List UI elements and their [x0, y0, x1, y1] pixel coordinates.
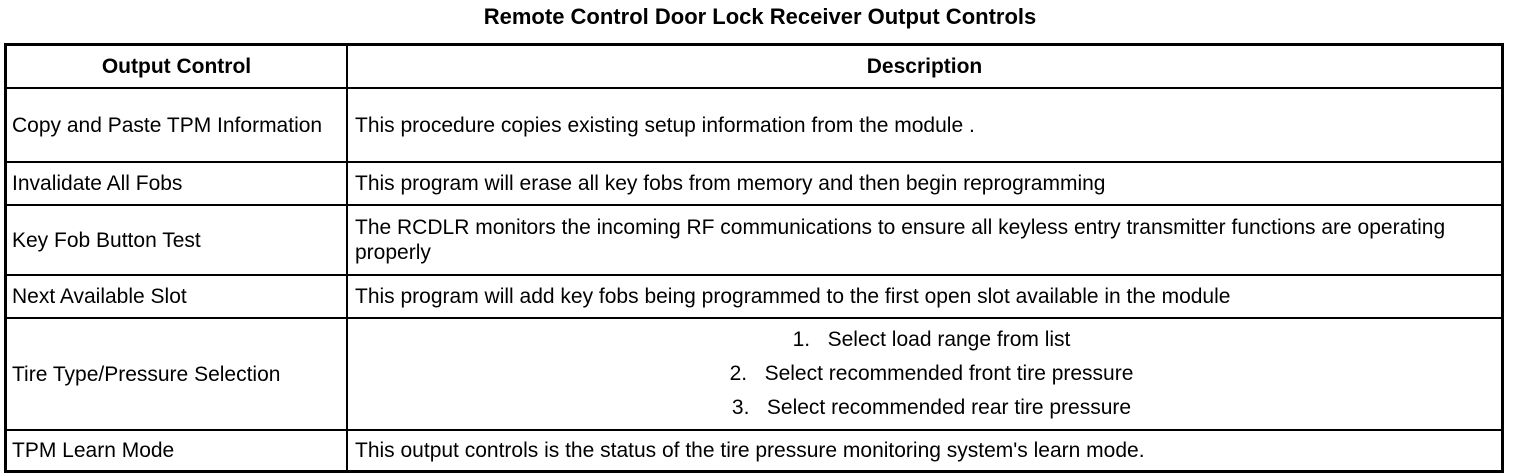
description-cell: 1. Select load range from list 2. Select… [348, 319, 1501, 429]
page-title: Remote Control Door Lock Receiver Output… [483, 4, 1037, 29]
output-control-cell: Key Fob Button Test [7, 206, 348, 274]
header-description: Description [866, 55, 983, 78]
output-controls-table: Output Control Description Copy and Past… [4, 43, 1504, 473]
table-row: Copy and Paste TPM Information This proc… [7, 87, 1501, 161]
step-text: Select recommended front tire pressure [764, 362, 1134, 385]
table-row: Tire Type/Pressure Selection 1. Select l… [7, 317, 1501, 429]
description-cell: The RCDLR monitors the incoming RF commu… [355, 216, 1446, 264]
table-row: Next Available Slot This program will ad… [7, 274, 1501, 317]
header-output-control: Output Control [7, 46, 348, 87]
step-number: 2. [729, 362, 748, 385]
output-control-cell: TPM Learn Mode [7, 431, 348, 470]
step-number: 3. [731, 396, 750, 419]
numbered-step: 1. Select load range from list [779, 323, 1071, 357]
table-row: Invalidate All Fobs This program will er… [7, 161, 1501, 204]
table-row: Key Fob Button Test The RCDLR monitors t… [7, 204, 1501, 274]
output-control-cell: Tire Type/Pressure Selection [7, 319, 348, 429]
numbered-step: 3. Select recommended rear tire pressure [718, 391, 1131, 425]
output-control-cell: Invalidate All Fobs [7, 163, 348, 204]
step-number: 1. [792, 328, 811, 351]
table-row: TPM Learn Mode This output controls is t… [7, 429, 1501, 470]
table-header-row: Output Control Description [7, 46, 1501, 87]
description-cell: This procedure copies existing setup inf… [355, 113, 975, 137]
step-text: Select load range from list [827, 328, 1071, 351]
numbered-step: 2. Select recommended front tire pressur… [716, 357, 1134, 391]
description-cell: This program will add key fobs being pro… [355, 285, 1231, 308]
output-control-cell: Next Available Slot [7, 276, 348, 317]
step-text: Select recommended rear tire pressure [766, 396, 1132, 419]
description-cell: This output controls is the status of th… [355, 439, 1145, 462]
output-control-cell: Copy and Paste TPM Information [7, 89, 348, 161]
description-cell: This program will erase all key fobs fro… [355, 172, 1106, 195]
